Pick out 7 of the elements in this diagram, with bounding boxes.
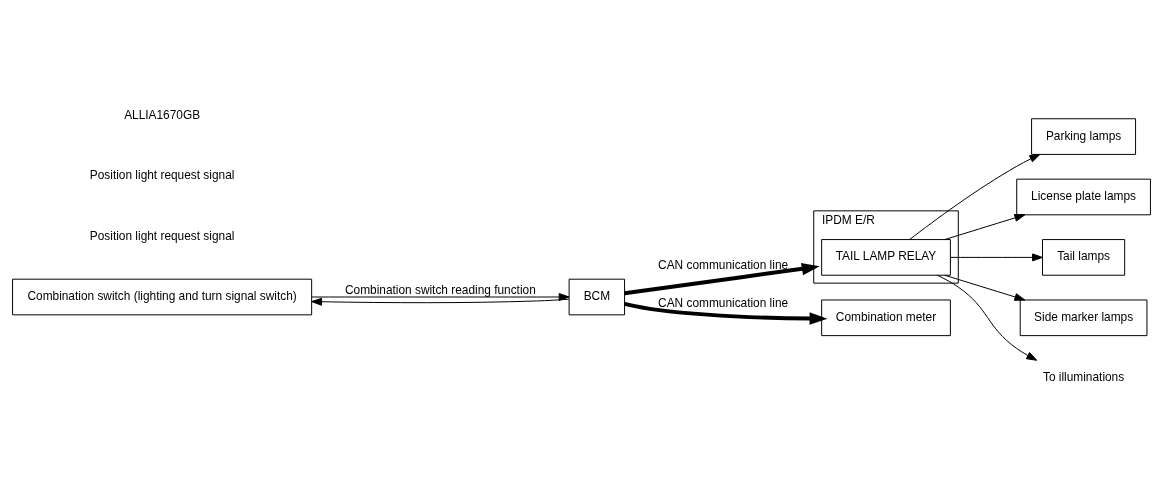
- edge-label: Combination switch reading function: [345, 282, 536, 297]
- node-text: To illuminations: [1042, 369, 1125, 384]
- label: Position light request signal: [89, 167, 235, 182]
- label: Position light request signal: [89, 228, 235, 243]
- label: ALLIA1670GB: [124, 107, 201, 122]
- edge-label: CAN communication line: [658, 295, 789, 310]
- edge-label: CAN communication line: [658, 257, 789, 272]
